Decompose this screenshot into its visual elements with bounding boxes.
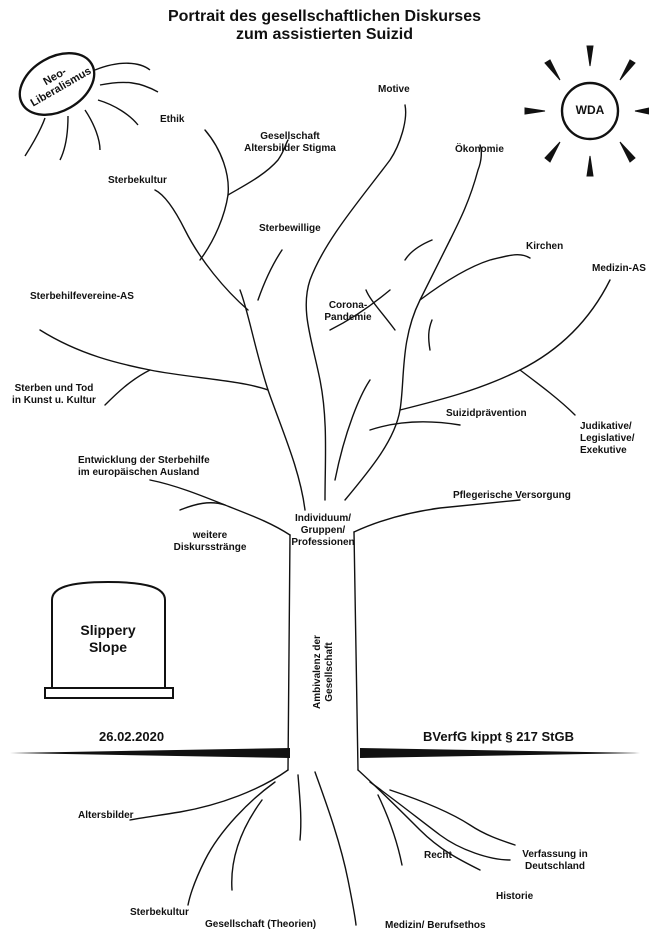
limb-right bbox=[344, 239, 451, 501]
label-corona-2: Pandemie bbox=[324, 312, 372, 323]
label-sterben-tod-2: in Kunst u. Kultur bbox=[12, 395, 96, 406]
root-verfassung: Verfassung in Deutschland bbox=[510, 849, 600, 873]
label-sterbehilfevereine: Sterbehilfevereine-AS bbox=[30, 291, 134, 302]
root-recht: Recht bbox=[424, 850, 452, 861]
label-sterben-tod: Sterben und Tod in Kunst u. Kultur bbox=[4, 383, 104, 407]
ground-right bbox=[360, 748, 640, 758]
label-ethik: Ethik bbox=[160, 114, 185, 125]
label-motive: Motive bbox=[378, 84, 410, 95]
title-line-1: Portrait des gesellschaftlichen Diskurse… bbox=[167, 8, 481, 25]
ground-date: 26.02.2020 bbox=[99, 729, 165, 744]
label-sterbewillige: Sterbewillige bbox=[259, 223, 321, 234]
trunk bbox=[287, 531, 359, 771]
label-judikative-1: Judikative/ bbox=[580, 421, 632, 432]
label-entwicklung: Entwicklung der Sterbehilfe im europäisc… bbox=[78, 455, 210, 479]
root-medizin-beruf: Medizin/ Berufsethos bbox=[385, 920, 486, 931]
trunk-vertical-1: Ambivalenz der bbox=[312, 635, 323, 709]
sun-shape bbox=[524, 45, 649, 177]
label-gesellschaft: Gesellschaft bbox=[260, 131, 320, 142]
root-sterbekultur: Sterbekultur bbox=[130, 907, 189, 918]
title-line-2: zum assistierten Suizid bbox=[236, 26, 413, 43]
roots bbox=[129, 769, 289, 821]
label-judikative-2: Legislative/ bbox=[580, 433, 635, 444]
gravestone-line-2: Slope bbox=[88, 639, 128, 655]
label-judikative: Judikative/ Legislative/ Exekutive bbox=[580, 421, 634, 457]
root-altersbilder: Altersbilder bbox=[78, 810, 134, 821]
label-gesellschaft-stigma: Gesellschaft Altersbilder Stigma bbox=[230, 131, 350, 155]
label-medizin-as: Medizin-AS bbox=[592, 263, 646, 274]
limb-center bbox=[305, 104, 407, 501]
gravestone-shape bbox=[51, 580, 166, 689]
gravestone-line-1: Slippery bbox=[80, 622, 136, 638]
sun-label: WDA bbox=[575, 103, 605, 117]
label-oekonomie: Ökonomie bbox=[455, 144, 504, 155]
ground-event: BVerfG kippt § 217 StGB bbox=[423, 729, 574, 744]
label-weitere-2: Diskursstränge bbox=[173, 542, 247, 553]
label-corona: Corona- Pandemie bbox=[318, 300, 378, 324]
label-pflegerische: Pflegerische Versorgung bbox=[453, 490, 571, 501]
trunk-vertical-2: Gesellschaft bbox=[324, 642, 335, 702]
label-kirchen: Kirchen bbox=[526, 241, 564, 252]
trunk-crown-2: Gruppen/ bbox=[300, 525, 346, 536]
label-sterben-tod-1: Sterben und Tod bbox=[14, 383, 94, 394]
cloud-shape bbox=[18, 52, 159, 161]
gravestone-label: Slippery Slope bbox=[66, 622, 150, 656]
label-entwicklung-2: im europäischen Ausland bbox=[78, 467, 200, 478]
label-suizidpraevention: Suizidprävention bbox=[446, 408, 527, 419]
trunk-crown-label: Individuum/ Gruppen/ Professionen bbox=[288, 513, 358, 549]
root-historie: Historie bbox=[496, 891, 534, 902]
limb-left bbox=[239, 289, 306, 511]
label-weitere: weitere Diskursstränge bbox=[160, 530, 260, 554]
label-weitere-1: weitere bbox=[192, 530, 228, 541]
trunk-crown-left bbox=[149, 479, 291, 536]
root-verfassung-1: Verfassung in bbox=[522, 849, 588, 860]
label-entwicklung-1: Entwicklung der Sterbehilfe bbox=[78, 455, 210, 466]
root-verfassung-2: Deutschland bbox=[524, 861, 585, 872]
page-title: Portrait des gesellschaftlichen Diskurse… bbox=[0, 8, 649, 44]
label-sterbekultur: Sterbekultur bbox=[108, 175, 167, 186]
trunk-crown-1: Individuum/ bbox=[294, 513, 352, 524]
ground-left bbox=[10, 748, 290, 758]
label-judikative-3: Exekutive bbox=[580, 445, 627, 456]
trunk-vertical-label: Ambivalenz der Gesellschaft bbox=[312, 607, 336, 737]
root-gesellschaft-theorien: Gesellschaft (Theorien) bbox=[205, 919, 317, 930]
label-stigma: Altersbilder Stigma bbox=[244, 143, 336, 154]
trunk-crown-3: Professionen bbox=[291, 537, 355, 548]
label-corona-1: Corona- bbox=[328, 300, 368, 311]
trunk-crown-right bbox=[353, 499, 521, 533]
